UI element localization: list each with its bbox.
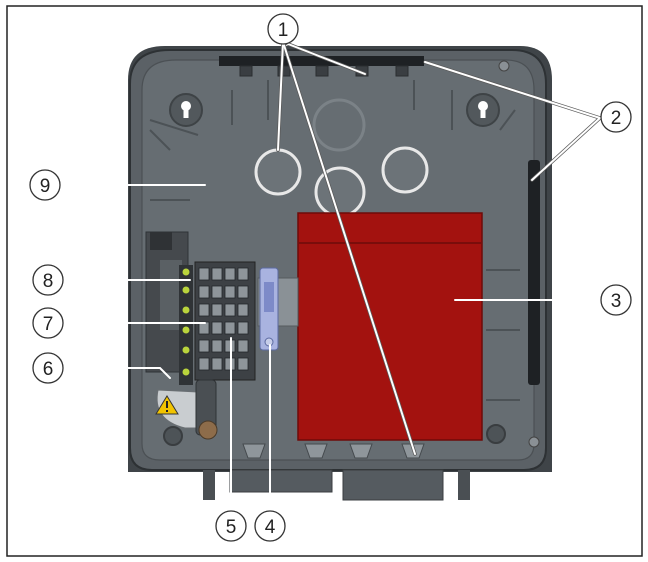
keyhole-mount-icon [466,93,500,127]
callout-1-label: 1 [278,20,289,41]
bottom-right-screw [528,436,540,448]
callout-5: 5 [215,510,247,542]
callout-7-label: 7 [43,314,54,335]
callout-3: 3 [600,284,632,316]
keyhole-mount-icon [169,93,203,127]
left-bracket-top [150,232,172,250]
red-module [297,212,483,441]
pe-terminal-dots [182,268,190,376]
pe-terminal-strip [179,265,193,385]
lower-cable-end [198,420,218,440]
callout-7: 7 [32,307,64,339]
bottom-cable-glands [242,443,425,459]
bottom-right-mount [486,424,506,444]
top-cable-rail [219,56,424,66]
callout-5-label: 5 [226,517,237,538]
callout-3-label: 3 [611,291,622,312]
callout-6-label: 6 [43,359,54,380]
side-cable-rail [528,160,540,385]
callout-6: 6 [32,352,64,384]
callout-2-label: 2 [611,108,622,129]
callout-2: 2 [600,101,632,133]
warning-triangle-icon [155,395,179,415]
callout-8-label: 8 [43,271,54,292]
din-rail-clip-screw [264,337,274,347]
callout-4: 4 [254,510,286,542]
callout-1: 1 [267,13,299,45]
din-rail-clip-detail [264,282,274,312]
housing-foot-center-left [229,469,333,493]
top-right-screw [498,60,510,72]
leader-lines [59,40,602,513]
bottom-left-mount [163,426,183,446]
housing-foot-left [203,470,215,500]
callout-8: 8 [32,264,64,296]
callout-9-label: 9 [40,176,51,197]
callout-9: 9 [29,169,61,201]
callout-4-label: 4 [265,517,276,538]
housing-foot-center-right [342,469,444,501]
leader-line-6 [63,367,171,379]
left-bracket-slot [160,260,182,330]
housing-foot-right [458,470,470,500]
